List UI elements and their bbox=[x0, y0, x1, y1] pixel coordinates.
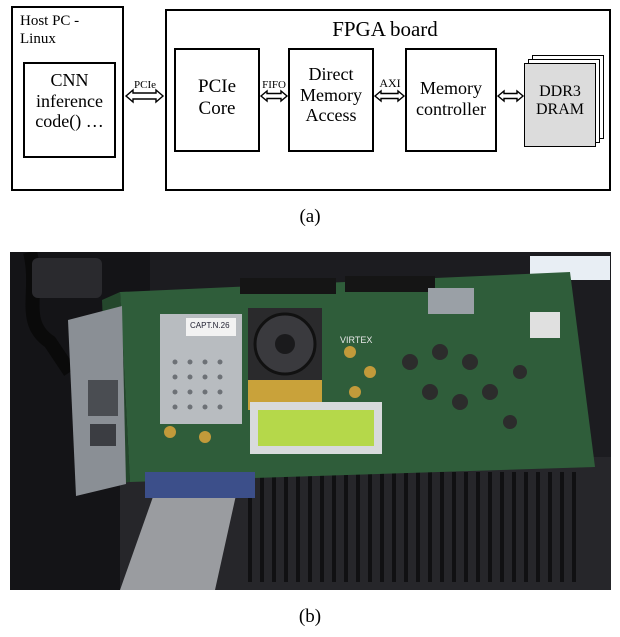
host-pc-title: Host PC - Linux bbox=[20, 13, 80, 47]
ddr3-label: DDR3 DRAM bbox=[535, 83, 584, 119]
fifo-link-label: FIFO bbox=[262, 79, 286, 91]
lcd-screen bbox=[258, 410, 374, 446]
ddr-link-arrow bbox=[496, 89, 525, 103]
fpga-board-title: FPGA board bbox=[332, 17, 438, 41]
power-brick bbox=[32, 258, 102, 298]
dma-label: Direct Memory Access bbox=[300, 64, 362, 126]
sma-connectors bbox=[164, 346, 376, 443]
sd-card-slot bbox=[428, 288, 474, 314]
chip-label: VIRTEX bbox=[340, 335, 373, 345]
diagram-arrows bbox=[124, 88, 525, 104]
pcie-link-label: PCIe bbox=[134, 79, 156, 91]
fmc-connector-2 bbox=[345, 276, 435, 292]
shield-holes bbox=[172, 359, 223, 410]
caption-a: (a) bbox=[299, 206, 321, 227]
ddr3-stack-front bbox=[524, 63, 596, 147]
fpga-photo-illustration bbox=[10, 252, 611, 590]
ribbon-connector bbox=[145, 472, 255, 498]
fifo-link-arrow bbox=[259, 89, 289, 103]
fpga-board-photo: VIRTEX CAPT.N.26 bbox=[10, 252, 611, 590]
pcie-core-label: PCIe Core bbox=[198, 76, 236, 119]
ribbon-cable bbox=[120, 477, 240, 590]
sticker-text: CAPT.N.26 bbox=[190, 321, 230, 330]
cnn-code-box bbox=[23, 62, 116, 158]
capacitors bbox=[402, 344, 527, 429]
fan-hub bbox=[275, 334, 295, 354]
dma-box bbox=[288, 48, 374, 152]
sticker bbox=[186, 318, 236, 336]
memory-controller-label: Memory controller bbox=[416, 78, 486, 119]
memory-controller-box bbox=[405, 48, 497, 152]
caption-b: (b) bbox=[298, 606, 322, 627]
power-connector bbox=[530, 312, 560, 338]
pcie-core-box bbox=[174, 48, 260, 152]
axi-link-label: AXI bbox=[379, 76, 401, 90]
case-vents bbox=[248, 472, 576, 582]
axi-link-arrow bbox=[373, 89, 406, 103]
cnn-code-label: CNN inference code() … bbox=[35, 70, 104, 132]
ethernet-port bbox=[88, 380, 118, 416]
fmc-connector-1 bbox=[240, 278, 336, 294]
usb-port bbox=[90, 424, 116, 446]
pcie-link-arrow bbox=[124, 88, 165, 104]
